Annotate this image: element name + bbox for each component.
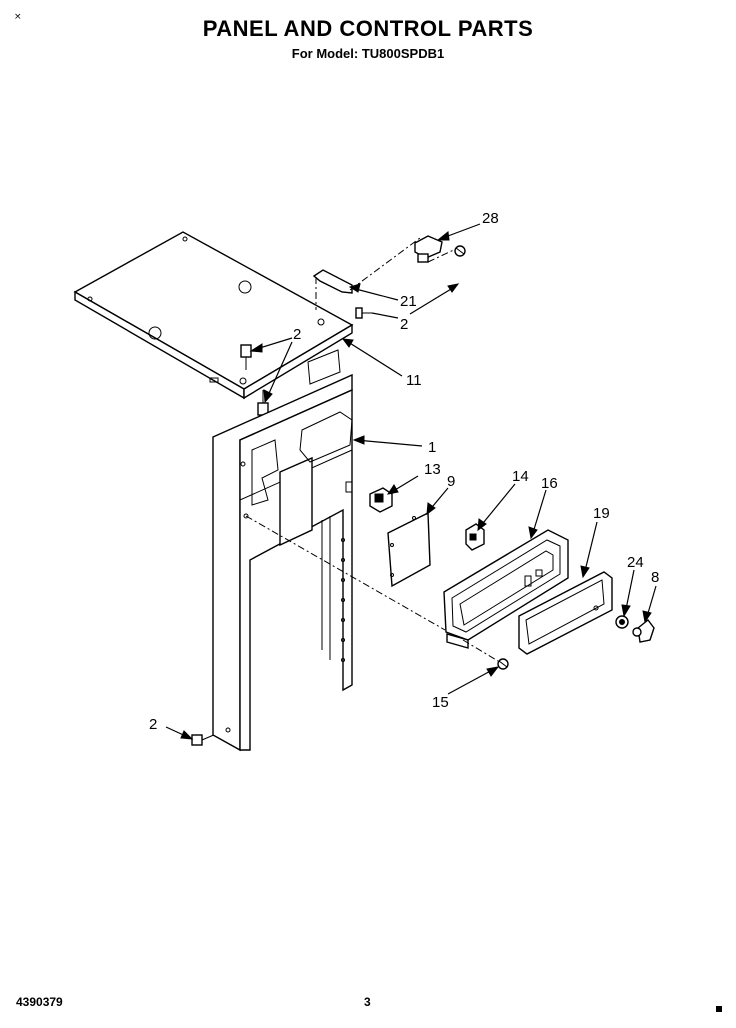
callout-2-top-right: 2 xyxy=(400,316,408,333)
callout-14: 14 xyxy=(512,468,529,485)
screw-part-2-left xyxy=(240,344,269,416)
leader-lines xyxy=(165,223,657,740)
page-number: 3 xyxy=(364,995,371,1009)
callout-28: 28 xyxy=(482,210,499,227)
spring-part-24 xyxy=(615,615,629,629)
page-title: PANEL AND CONTROL PARTS xyxy=(202,16,534,41)
callout-2-bottom: 2 xyxy=(149,716,157,733)
callout-24: 24 xyxy=(627,554,644,571)
callout-8: 8 xyxy=(651,569,659,586)
doc-number: 4390379 xyxy=(16,995,63,1009)
switch-part-13 xyxy=(369,487,393,513)
callout-19: 19 xyxy=(593,505,610,522)
model-subtitle: For Model: TU800SPDB1 xyxy=(291,46,445,61)
knob-part-8 xyxy=(632,619,655,643)
control-panel-part-16 xyxy=(443,529,569,649)
registration-mark xyxy=(716,1006,722,1012)
callout-9: 9 xyxy=(447,473,455,490)
top-panel-part-11 xyxy=(73,231,354,400)
hinge-part-28 xyxy=(414,235,461,263)
corner-mark: × xyxy=(14,12,22,22)
screw-part-15 xyxy=(462,639,509,670)
insulation-part-9 xyxy=(387,511,431,588)
callout-2-left: 2 xyxy=(293,326,301,343)
overlay-part-19 xyxy=(518,571,613,655)
callout-21: 21 xyxy=(400,293,417,310)
callout-11: 11 xyxy=(406,372,422,389)
screw-part-2-bracket xyxy=(355,307,372,319)
callout-13: 13 xyxy=(424,461,441,478)
screw-part-2-bottom xyxy=(191,733,217,746)
callout-1: 1 xyxy=(428,439,436,456)
callout-15: 15 xyxy=(432,694,449,711)
callout-16: 16 xyxy=(541,475,558,492)
bracket-part-21 xyxy=(312,237,421,310)
button-part-14 xyxy=(465,523,485,551)
screw-part-2-top-right xyxy=(454,245,466,257)
main-panel-part-1 xyxy=(212,349,446,752)
